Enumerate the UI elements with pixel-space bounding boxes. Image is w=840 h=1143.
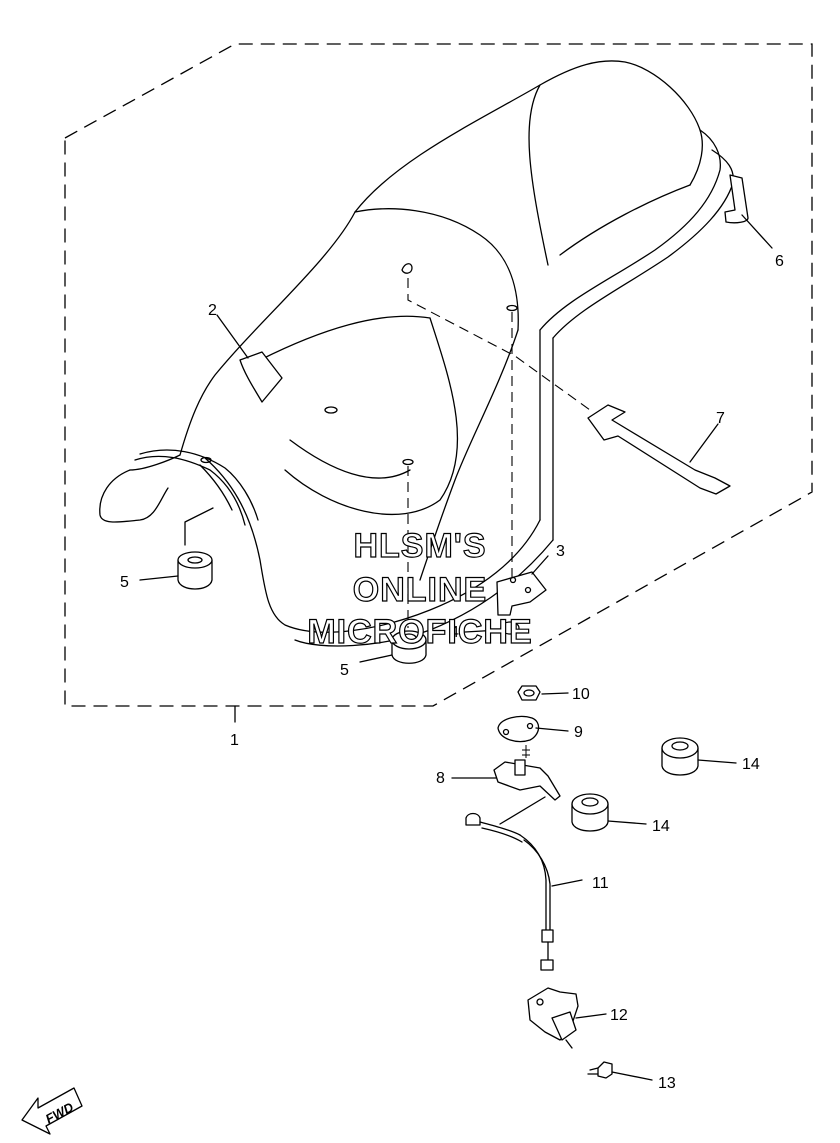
guide-line-7: [407, 278, 591, 411]
seat-body: [99, 60, 734, 647]
callout-6: 6: [775, 253, 784, 270]
damper-part-5a: [139, 551, 213, 590]
callout-9: 9: [574, 724, 583, 741]
callout-13: 13: [658, 1075, 676, 1092]
bolt-part-13: [587, 1061, 653, 1081]
seat-lock-part-12: [527, 987, 607, 1049]
bracket-part: [496, 555, 549, 616]
damper-part-14b: [571, 793, 647, 832]
callout-3: 3: [556, 543, 565, 560]
forward-direction-arrow-icon: FWD: [21, 1087, 83, 1135]
watermark-line-2: ONLINE: [353, 571, 487, 609]
callout-2: 2: [208, 302, 217, 319]
callout-5a: 5: [120, 574, 129, 591]
nut-part-10: [517, 685, 569, 701]
seat-lock-cable-part-11: [465, 812, 583, 971]
damper-part-14a: [661, 737, 737, 776]
seat-label-sticker: [216, 314, 283, 403]
callout-5b: 5: [340, 662, 349, 679]
callout-8: 8: [436, 770, 445, 787]
watermark: HLSM'S ONLINE MICROFICHE: [307, 526, 533, 651]
watermark-line-3: MICROFICHE: [307, 613, 532, 651]
seat-strap-part-7: [587, 404, 731, 495]
callout-7: 7: [716, 410, 725, 427]
callout-14b: 14: [652, 818, 670, 835]
callout-4: 4: [450, 624, 459, 641]
callout-1: 1: [230, 732, 239, 749]
callout-11: 11: [592, 875, 609, 892]
seat-assembly-boundary: [64, 43, 813, 707]
watermark-line-1: HLSM'S: [353, 527, 486, 565]
lock-bracket-part-8: [451, 759, 561, 825]
rear-hook-part-6: [724, 174, 773, 249]
nut-part-4: [464, 621, 520, 635]
plate-part-9: [497, 715, 569, 758]
callout-14a: 14: [742, 756, 760, 773]
damper-part-5b: [359, 630, 427, 664]
callout-12: 12: [610, 1007, 628, 1024]
guide-line-5a: [184, 507, 214, 546]
callout-10: 10: [572, 686, 590, 703]
